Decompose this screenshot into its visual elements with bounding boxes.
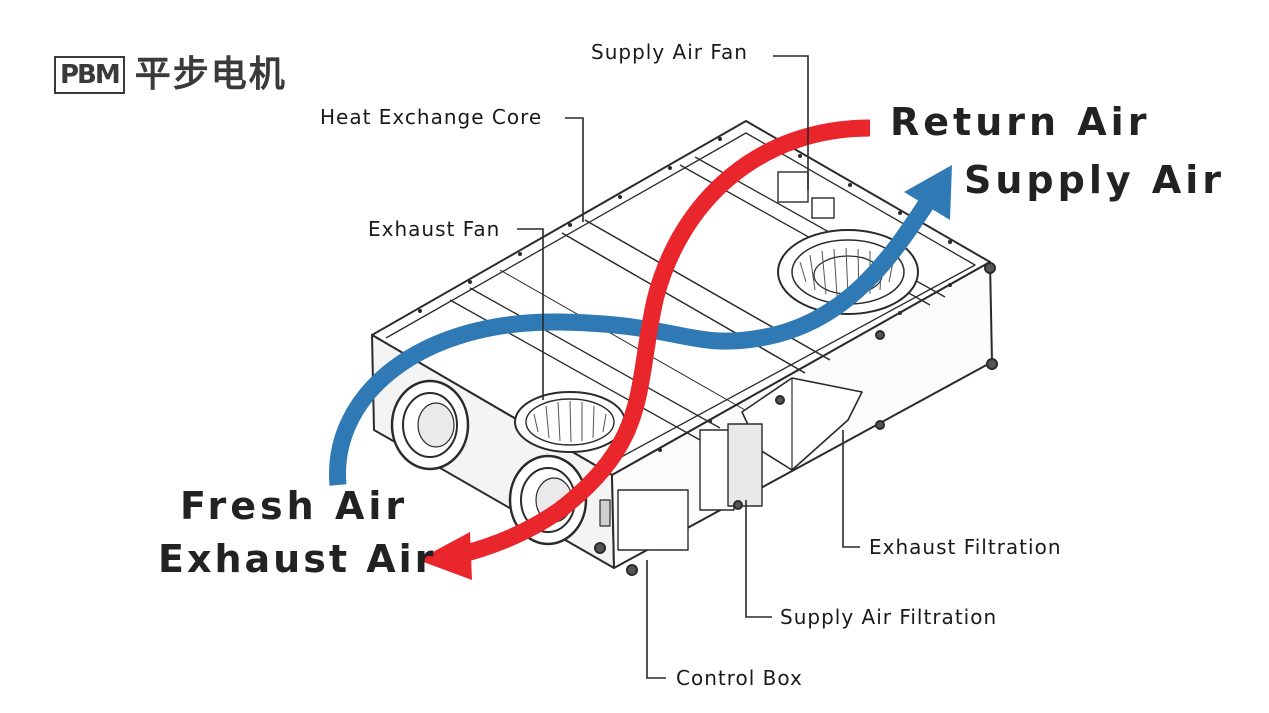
label-heat-exchange-core: Heat Exchange Core bbox=[320, 105, 543, 129]
exhaust-air-arrowhead bbox=[418, 532, 472, 580]
label-control-box: Control Box bbox=[676, 666, 803, 690]
leader-exhaust-fan bbox=[517, 228, 544, 400]
control-box-part bbox=[617, 489, 689, 551]
leader-lines bbox=[517, 55, 860, 679]
brand-name: 平步电机 bbox=[134, 54, 287, 95]
label-exhaust-filtration: Exhaust Filtration bbox=[869, 535, 1062, 559]
unit-housing bbox=[371, 120, 998, 576]
label-supply-air: Supply Air bbox=[964, 158, 1226, 202]
brand-logo: PBM 平步电机 bbox=[54, 52, 287, 98]
fresh-to-supply-airflow-arrow bbox=[329, 193, 938, 486]
fresh-air-collar bbox=[390, 379, 470, 471]
return-to-exhaust-airflow-arrow bbox=[453, 119, 871, 565]
label-fresh-air: Fresh Air bbox=[180, 484, 409, 528]
label-exhaust-fan: Exhaust Fan bbox=[368, 217, 501, 241]
label-return-air: Return Air bbox=[890, 100, 1151, 144]
leader-heat-exchange-core bbox=[565, 117, 584, 222]
label-supply-air-filtration: Supply Air Filtration bbox=[780, 605, 998, 629]
edge-bolts bbox=[418, 137, 952, 452]
leader-supply-air-filtration bbox=[745, 500, 772, 618]
leader-exhaust-filtration bbox=[842, 430, 860, 548]
label-supply-air-fan: Supply Air Fan bbox=[591, 40, 748, 64]
supply-air-arrowhead bbox=[904, 165, 952, 220]
leader-control-box bbox=[646, 560, 666, 679]
leader-supply-air-fan bbox=[773, 55, 809, 190]
brand-logo-mark: PBM bbox=[54, 56, 125, 94]
exhaust-fan bbox=[514, 391, 626, 453]
label-exhaust-air: Exhaust Air bbox=[158, 537, 437, 581]
